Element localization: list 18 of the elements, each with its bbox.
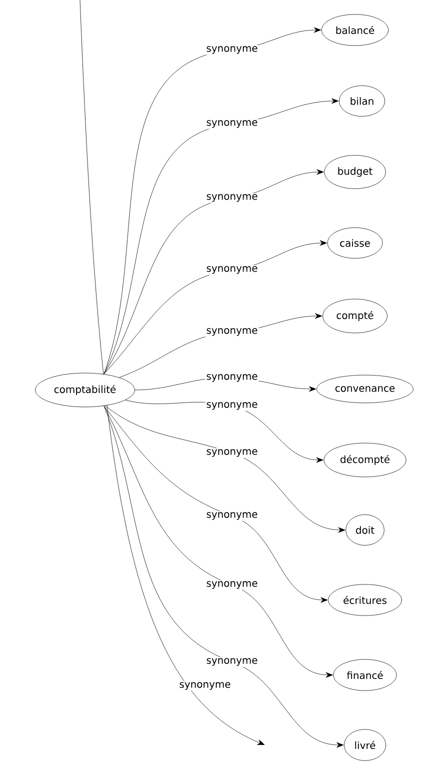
arrow (104, 98, 339, 374)
edge-label: synonyme (205, 580, 259, 590)
edge-label: synonyme (205, 511, 259, 521)
edge-label: synonyme (205, 45, 259, 55)
edge-label: synonyme (205, 373, 259, 383)
arrow (104, 406, 333, 678)
arrow (104, 406, 344, 748)
arrow (104, 27, 322, 374)
line-label: synonyme (178, 681, 232, 691)
edge-label: synonyme (205, 448, 259, 458)
edge-label: synonyme (205, 401, 259, 411)
edge-label: synonyme (205, 193, 259, 203)
edge-label: synonyme (205, 119, 259, 129)
edge-label: synonyme (205, 657, 259, 667)
edge-label: synonyme (205, 265, 259, 275)
edge-label: synonyme (205, 327, 259, 337)
arrow (104, 406, 346, 533)
arrow (104, 406, 328, 603)
